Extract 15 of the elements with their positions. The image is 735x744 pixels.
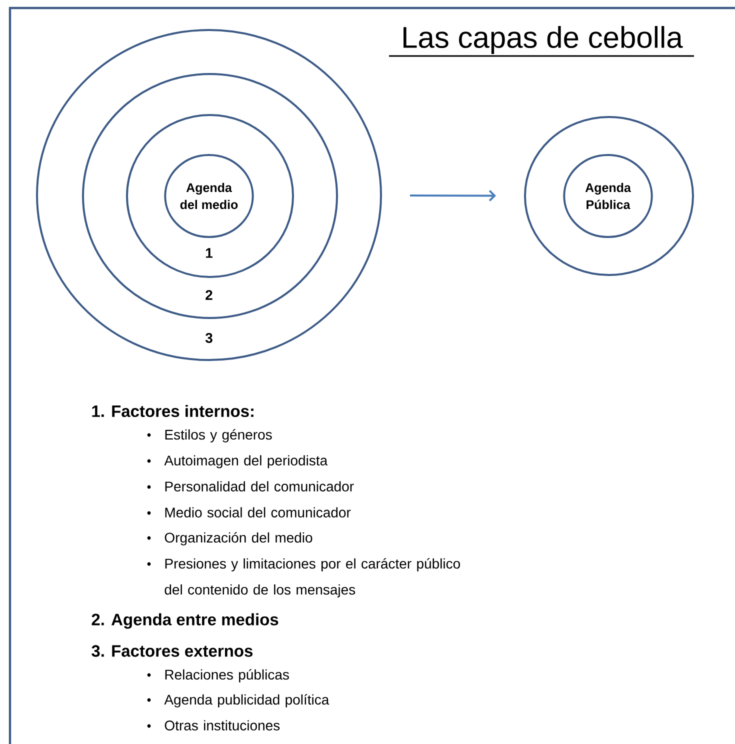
title: Las capas de cebolla [389,26,694,57]
bullet-item: Organización del medio [147,532,312,546]
bullet-item: Agenda publicidad política [147,694,330,708]
bullet-item: Autoimagen del periodista [147,455,328,468]
bullet-item: Relaciones públicas [147,669,289,682]
bullet-item: Personalidad del comunicador [147,481,354,492]
list-heading: 1. Factores internos: [92,404,254,418]
ring [524,116,694,276]
bullet-item: Otras instituciones [147,720,280,730]
list-heading: 3. Factores externos [92,645,253,657]
bullet-item: Estilos y géneros [147,429,272,442]
bullet-item: Medio social del comunicador [147,507,351,518]
list-heading: 2. Agenda entre medios [92,613,278,629]
arrow [410,190,496,202]
bullet-item: Presiones y limitaciones por el carácter público del contenido de los mensajes [147,558,460,598]
